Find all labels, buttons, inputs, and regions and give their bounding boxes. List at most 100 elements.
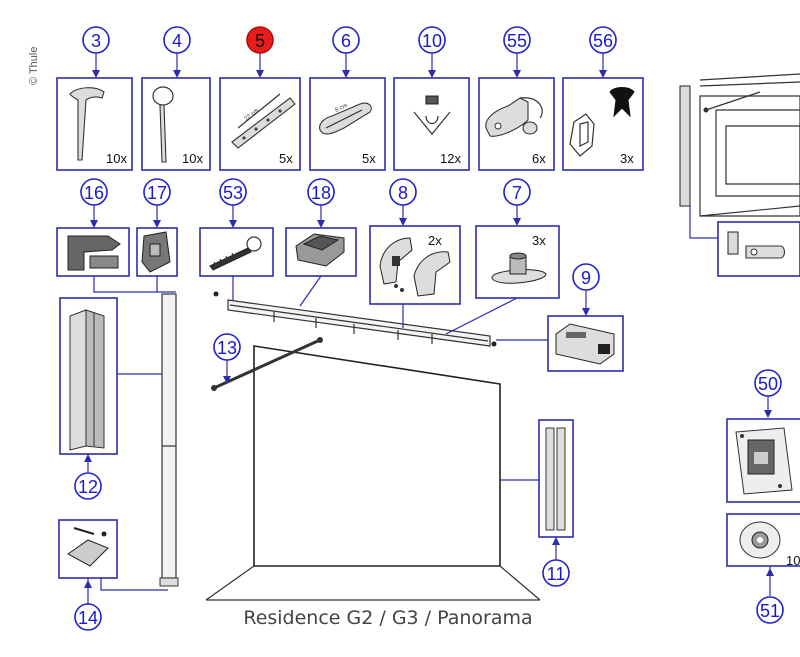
side-pole (161, 293, 177, 579)
part-4-group: 10x 4 (141, 26, 211, 171)
pole-foot (159, 577, 179, 587)
part-56-qty: 3x (620, 151, 634, 166)
copyright-label: © Thule (28, 47, 40, 85)
callout-53-label: 53 (223, 183, 243, 203)
callout-13-circle[interactable] (213, 333, 241, 361)
callout-9-circle[interactable] (572, 263, 600, 291)
callout-56-circle[interactable] (589, 26, 617, 54)
callout-14-circle[interactable] (74, 603, 102, 631)
mount-foot-icon (491, 252, 547, 284)
diagram-caption: Residence G2 / G3 / Panorama (243, 607, 532, 629)
tent-panel (253, 345, 501, 567)
part-13-group: 13 (213, 333, 241, 384)
part-53-group: 53 (199, 178, 274, 277)
base-plate-icon (67, 527, 109, 567)
strap-short-icon: 8 cm (319, 102, 372, 135)
callout-11-circle[interactable] (542, 559, 570, 587)
main-assembly (93, 275, 548, 601)
lock-mechanism-icon (555, 323, 615, 365)
washer-icon (739, 521, 781, 559)
awning-side-pole (679, 85, 691, 207)
hook-peg-icon (152, 86, 174, 163)
callout-9-label: 9 (581, 268, 591, 288)
part-7-group: 3x 7 (475, 178, 560, 299)
part-11-box[interactable] (538, 419, 574, 538)
buckle-icon (569, 87, 635, 157)
part-5-group: 22 cm 5x 5 (219, 26, 301, 171)
callout-53-circle[interactable] (219, 178, 247, 206)
callout-16-label: 16 (84, 183, 104, 203)
part-12-group: 12 (59, 297, 162, 500)
connector-block-icon (295, 233, 345, 267)
callout-5-circle[interactable] (246, 26, 274, 54)
callout-5-label: 5 (255, 31, 265, 51)
callout-14-label: 14 (78, 608, 98, 628)
callout-51-circle[interactable] (756, 596, 784, 624)
part-9-group: 9 (547, 263, 624, 372)
callout-13-label: 13 (217, 338, 237, 358)
callout-8-label: 8 (398, 183, 408, 203)
side-rail-icon (545, 427, 566, 531)
part-55-qty: 6x (532, 151, 546, 166)
part-53-box[interactable] (199, 227, 274, 277)
part-18-group: 18 (285, 178, 357, 277)
part-8-group: 2x 8 (369, 178, 461, 305)
part-8-qty: 2x (428, 233, 442, 248)
callout-10-circle[interactable] (418, 26, 446, 54)
callout-10-label: 10 (422, 31, 442, 51)
clamp-icon (141, 231, 171, 273)
end-cap-icon (67, 235, 121, 271)
part-7-qty: 3x (532, 233, 546, 248)
part-6-qty: 5x (362, 151, 376, 166)
part-3-qty: 10x (106, 151, 127, 166)
callout-3-circle[interactable] (82, 26, 110, 54)
callout-18-label: 18 (311, 183, 331, 203)
tent-peg-icon (69, 87, 105, 161)
callout-4-label: 4 (172, 31, 182, 51)
part-5-qty: 5x (279, 151, 293, 166)
callout-50-label: 50 (758, 374, 778, 394)
arrow-head (92, 70, 100, 78)
part-11-group: 11 (500, 419, 574, 587)
wall-plate-icon (735, 427, 793, 495)
callout-6-label: 6 (341, 31, 351, 51)
part-10-qty: 12x (440, 151, 461, 166)
clip-icon (413, 95, 451, 135)
callout-11-label: 11 (547, 564, 566, 584)
callout-12-label: 12 (78, 477, 98, 497)
part-3-group: 10x 3 (56, 26, 133, 171)
part-16-group: 16 (56, 178, 130, 277)
part-14-group: 14 (58, 519, 168, 631)
callout-7-circle[interactable] (503, 178, 531, 206)
bracket-mount-icon (727, 231, 786, 259)
callout-4-circle[interactable] (163, 26, 191, 54)
callout-56-label: 56 (593, 31, 613, 51)
part-51-group: 10 51 (726, 513, 800, 624)
part-55-group: 6x 55 (478, 26, 555, 171)
callout-3-label: 3 (91, 31, 101, 51)
callout-6-circle[interactable] (332, 26, 360, 54)
bracket-icon (485, 97, 543, 137)
callout-18-circle[interactable] (307, 178, 335, 206)
callout-12-circle[interactable] (74, 472, 102, 500)
callout-51-label: 51 (760, 601, 780, 621)
part-4-qty: 10x (182, 151, 203, 166)
awning-side-view (679, 73, 800, 277)
strut-13 (213, 338, 321, 390)
part-10-group: 12x 10 (393, 26, 470, 171)
callout-55-circle[interactable] (503, 26, 531, 54)
part-6-group: 8 cm 5x 6 (309, 26, 386, 171)
callout-16-circle[interactable] (80, 178, 108, 206)
callout-17-circle[interactable] (143, 178, 171, 206)
part-50-group: 50 (726, 369, 800, 503)
callout-50-circle[interactable] (754, 369, 782, 397)
panel-rail-icon (69, 309, 105, 451)
callout-17-label: 17 (147, 183, 167, 203)
callout-8-circle[interactable] (389, 178, 417, 206)
callout-7-label: 7 (512, 183, 522, 203)
part-17-group: 17 (136, 178, 178, 277)
callout-55-label: 55 (507, 31, 527, 51)
cover-caps-icon (379, 237, 451, 297)
part-56-group: 3x 56 (562, 26, 644, 171)
